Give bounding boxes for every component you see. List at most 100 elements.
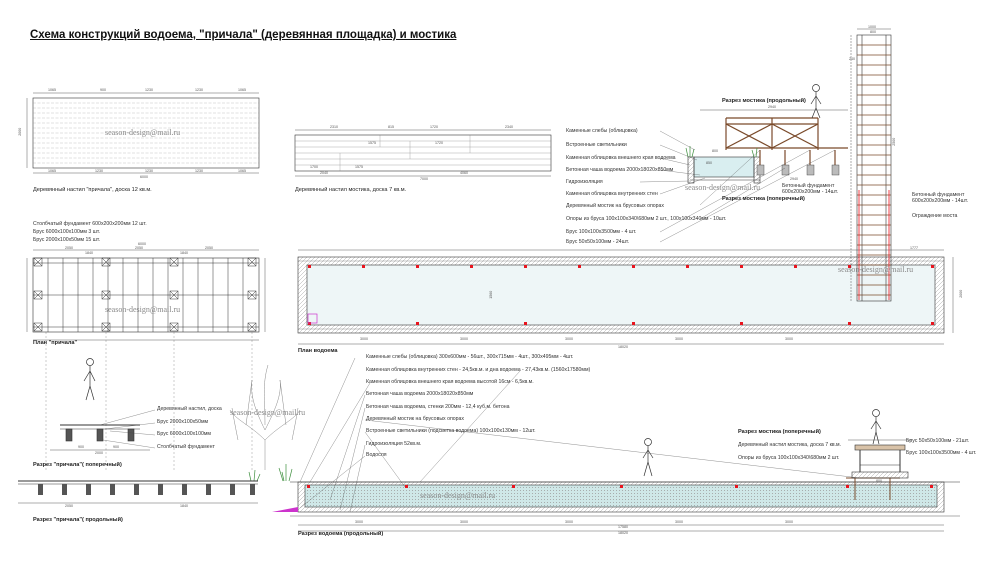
- caption-section-bridge-cross-top: Разрез мостика (поперечный): [722, 196, 805, 202]
- caption-plan-pier: План "причала": [33, 340, 78, 346]
- dim-pier-long-bottom-1: 2050: [65, 504, 73, 508]
- bridge-section: [687, 109, 848, 184]
- dim-pier-deck-top-1: 1065: [48, 88, 56, 92]
- caption-section-pier-cross: Разрез "причала"( поперечный): [33, 462, 122, 468]
- caption-section-pier-long: Разрез "причала"( продольный): [33, 517, 123, 523]
- pond-note-2: Каменная облицовка внутренних стен - 24,…: [366, 367, 591, 373]
- pier-plan-note-2: Брус 6000х100х100мм 3 шт.: [33, 229, 101, 235]
- bridge-cross-right-note-1: Брус 50х50х100мм - 21шт.: [906, 438, 970, 444]
- dim-pier-long-bottom-2: 1840: [180, 504, 188, 508]
- dim-pond-plan-bottom-1: 3000: [360, 337, 368, 341]
- dim-bridge-deck-top-3: 1720: [430, 125, 438, 129]
- dim-pier-deck-bottom-3: 1230: [145, 169, 153, 173]
- person-icon: [83, 84, 882, 477]
- dim-pier-cross-bottom-2: 900: [78, 445, 84, 449]
- pond-note-1: Каменные слебы (облицовка) 300х600мм - 5…: [366, 354, 574, 360]
- pond-note-7: Встроенные светильники (подсветка водоем…: [366, 428, 536, 434]
- dim-bridge-long-top: 2940: [768, 105, 776, 109]
- pond-note-4: Бетонная чаша водоема 2000х18020х850мм: [366, 391, 474, 397]
- bridge-mid-note: Бетонный фундамент 600х200х200мм - 14шт.: [782, 183, 839, 195]
- dim-bridge-deck-bottom-4: 4060: [460, 171, 468, 175]
- pond-plan: [297, 249, 954, 345]
- dim-pier-plan-sub-2: 1840: [180, 251, 188, 255]
- dim-bridge-deck-top-2: 815: [388, 125, 394, 129]
- watermark: season-design@mail.ru: [838, 265, 914, 274]
- caption-deck-bridge: Деревянный настил мостика, доска 7 кв.м.: [295, 187, 407, 193]
- dim-pond-plan-bottom-2: 3000: [460, 337, 468, 341]
- bridge-note-8: Опоры из бруса 100х100х340\680мм 2 шт., …: [566, 216, 727, 222]
- dim-pier-deck-bottom-1: 1065: [48, 169, 56, 173]
- caption-section-pond-long: Разрез водоема (продольный): [298, 531, 384, 537]
- dim-pond-plan-bottom-4: 3000: [675, 337, 683, 341]
- dim-pier-plan-sub-1: 1840: [85, 251, 93, 255]
- caption-plan-pond: План водоема: [298, 348, 338, 354]
- bridge-note-2: Встроенные светильники: [566, 142, 627, 148]
- bridge-cross-section: [848, 439, 912, 479]
- bridge-right-note-2: Ограждение моста: [912, 213, 958, 219]
- watermark: season-design@mail.ru: [230, 408, 306, 417]
- watermark: season-design@mail.ru: [685, 183, 761, 192]
- dim-pier-deck-top-4: 1230: [195, 88, 203, 92]
- dim-bridge-top-width: 1000: [868, 25, 876, 29]
- dim-bridge-deck-top-1: 2310: [330, 125, 338, 129]
- dim-pier-plan-top-2: 2050: [135, 246, 143, 250]
- page-title: Схема конструкций водоема, "причала" (де…: [30, 29, 457, 41]
- dim-pond-plan-inner: 1560: [489, 290, 494, 299]
- dim-pier-deck-top-2: 900: [100, 88, 106, 92]
- dim-bridge-deck-bottom-2: 1575: [355, 165, 363, 169]
- dim-pond-section-bottom-3: 3000: [565, 520, 573, 524]
- watermark: season-design@mail.ru: [105, 128, 181, 137]
- dim-bridge-top-sub: 800: [870, 30, 876, 34]
- dim-bridge-long-left: 800: [712, 149, 718, 153]
- bridge-note-9: Брус 100х100х3500мм - 4 шт.: [566, 229, 637, 235]
- dim-bridge-deck-bottom-3: 2040: [320, 171, 328, 175]
- bridge-right-note-1: Бетонный фундамент 600х200х200мм - 14шт.: [912, 192, 969, 204]
- dim-pond-section-bottom-2: 3000: [460, 520, 468, 524]
- caption-section-bridge-cross-bottom: Разрез мостика (поперечный): [738, 429, 821, 435]
- dim-bridge-cross-bottom: 800: [876, 479, 882, 483]
- pond-note-5: Бетонная чаша водоема, стенки 200мм - 12…: [366, 404, 510, 410]
- bridge-cross-note-1: Деревянный настил мостика, доска 7 кв.м.: [738, 442, 842, 448]
- dim-bridge-deck-total: 7000: [420, 177, 428, 181]
- pier-deck-plan: [26, 92, 260, 174]
- dim-pond-section-bottom-5: 3000: [785, 520, 793, 524]
- bridge-note-6: Каменная облицовка внутренних стен: [566, 191, 658, 197]
- pond-note-6: Деревянный мостик на брусовых опорах: [366, 416, 465, 422]
- watermark: season-design@mail.ru: [105, 305, 181, 314]
- bridge-note-10: Брус 50х50х100мм - 24шт.: [566, 239, 630, 245]
- bridge-note-7: Деревянный мостик на брусовых опорах: [566, 203, 665, 209]
- dim-pond-plan-bottom-5: 3000: [785, 337, 793, 341]
- dim-pond-section-total: 18020: [618, 531, 628, 535]
- dim-pond-section-bottom-4: 3000: [675, 520, 683, 524]
- pier-section-note-1: Деревянный настил, доска: [157, 406, 222, 412]
- dim-pond-plan-height: 2000: [959, 289, 964, 298]
- dim-pond-plan-total: 18020: [618, 345, 628, 349]
- dim-bridge-ladder-steps: 240: [849, 57, 855, 61]
- leader-lines: [99, 130, 861, 513]
- dim-bridge-deck-mid-2: 1720: [435, 141, 443, 145]
- tree-icon: [229, 364, 301, 470]
- bridge-plan: [850, 28, 892, 302]
- dim-pier-plan-top-3: 2050: [205, 246, 213, 250]
- dim-pier-deck-top-5: 1065: [238, 88, 246, 92]
- dim-bridge-ladder-side: 2500: [892, 137, 897, 146]
- pond-note-9: Водосля: [366, 452, 387, 458]
- pond-note-3: Каменная облицовка внешнего края водоема…: [366, 379, 534, 385]
- dim-pond-plan-bottom-3: 3000: [565, 337, 573, 341]
- dim-pier-deck-bottom-5: 1065: [238, 169, 246, 173]
- dim-pier-deck-bottom-2: 1230: [95, 169, 103, 173]
- bridge-note-4: Бетонная чаша водоема 2000х18020х850мм: [566, 167, 674, 173]
- dim-pond-section-bottom-1: 3000: [355, 520, 363, 524]
- caption-section-bridge-long: Разрез мостика (продольный): [722, 98, 806, 104]
- pier-cross-section: [50, 424, 150, 451]
- pier-plan-note-3: Брус 2000х100х50мм 15 шт.: [33, 237, 101, 243]
- pier-section-note-4: Столбчатый фундамент: [157, 444, 215, 450]
- dim-pier-cross-bottom-3: 900: [113, 445, 119, 449]
- dim-pier-deck-height: 2000: [18, 127, 23, 136]
- pier-long-section: [18, 480, 258, 504]
- dim-pond-plan-right: 1777: [910, 246, 918, 250]
- pier-plan: [26, 249, 266, 341]
- dim-pier-cross-bottom-1: 2000: [95, 451, 103, 455]
- bridge-note-1: Каменные слебы (облицовка): [566, 128, 638, 134]
